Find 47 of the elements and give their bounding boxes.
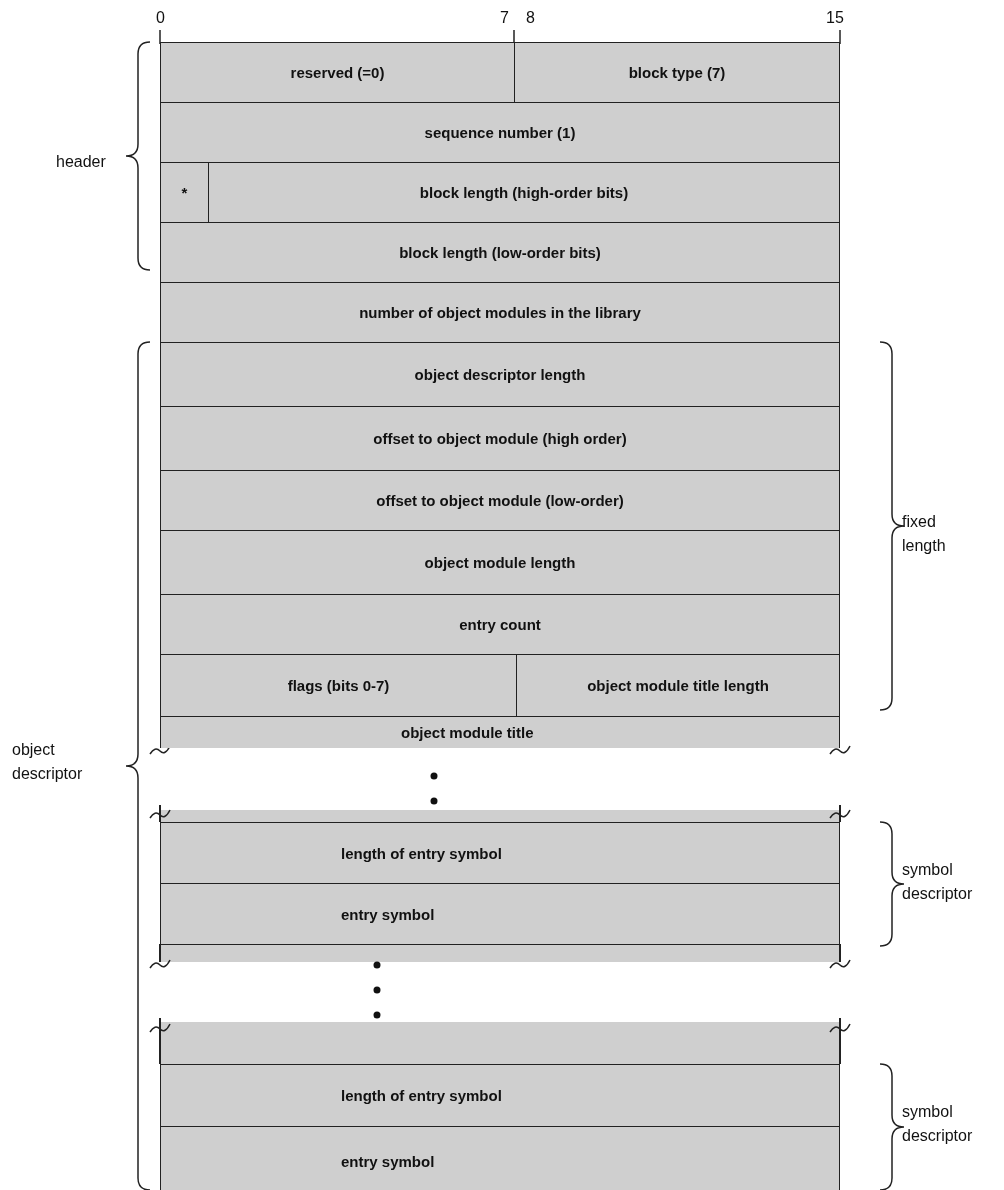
field-cell xyxy=(160,342,840,407)
field-cell xyxy=(208,162,840,223)
bit-number: 0 xyxy=(156,8,166,28)
field-name: reserved (=0) xyxy=(290,64,385,81)
bit-number: 15 xyxy=(826,8,845,28)
field-cell xyxy=(160,1064,840,1127)
field-name: length of entry symbol xyxy=(341,844,502,862)
group-label: symbol descriptor xyxy=(902,1102,974,1146)
field-cell xyxy=(160,530,840,595)
group-label: fixed length xyxy=(902,512,947,556)
field-name: entry count xyxy=(459,616,541,633)
field-cell xyxy=(160,470,840,531)
field-name: sequence number (1) xyxy=(424,124,576,141)
field-name: offset to object module (low-order) xyxy=(376,492,624,509)
field-cell xyxy=(516,654,840,717)
field-name: object module title xyxy=(401,724,534,741)
bit-number: 8 xyxy=(526,8,536,28)
field-name: length of entry symbol xyxy=(341,1087,502,1104)
field-cell xyxy=(160,162,209,223)
field-name: block length (high-order bits) xyxy=(419,184,629,201)
field-cell xyxy=(160,102,840,163)
bit-number: 7 xyxy=(500,8,510,28)
group-label: object descriptor xyxy=(12,740,84,784)
field-name: number of object modules in the library xyxy=(359,304,641,321)
field-cell xyxy=(514,42,840,103)
field-name: object descriptor length xyxy=(414,366,586,383)
field-name: object module title length xyxy=(587,677,769,694)
field-cell xyxy=(160,822,840,884)
group-label: symbol descriptor xyxy=(902,860,974,904)
field-name: flags (bits 0-7) xyxy=(287,677,390,694)
field-cell xyxy=(160,406,840,471)
field-name: entry symbol xyxy=(341,905,435,923)
field-name: entry symbol xyxy=(341,1152,435,1170)
field-cell xyxy=(160,594,840,655)
field-cell xyxy=(160,654,517,717)
field-name: block type (7) xyxy=(628,64,726,81)
field-name: * xyxy=(181,184,188,201)
field-cell xyxy=(160,282,840,343)
field-cell xyxy=(160,883,840,945)
field-name: block length (low-order bits) xyxy=(399,244,601,261)
field-name: object module length xyxy=(424,554,576,571)
field-cell xyxy=(160,42,515,103)
group-label: header xyxy=(56,152,107,172)
field-cell xyxy=(160,222,840,283)
field-name: offset to object module (high order) xyxy=(373,430,627,447)
field-cell xyxy=(160,716,840,748)
field-cell xyxy=(160,1126,840,1190)
